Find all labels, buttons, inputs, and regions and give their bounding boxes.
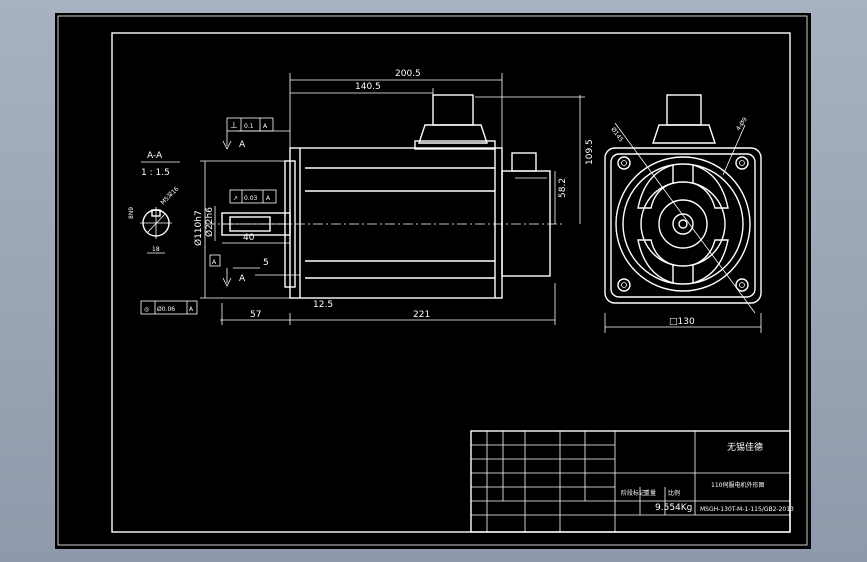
view-arrows: A A [222, 131, 246, 287]
dim-m5: M5深16 [159, 185, 181, 207]
datum-box [209, 254, 221, 267]
dim-130: □130 [669, 317, 695, 327]
title-drawing-name: 110伺服电机外形图 [711, 481, 764, 489]
dim-22: Ø22h6 [204, 207, 215, 237]
tolerance-perp: ⊥ 0.1 A [226, 117, 274, 132]
dim-n9: 8N9 [128, 207, 135, 219]
title-part-no: MSGH-130T-M-1-115/GB2-2013 [700, 506, 794, 513]
view-a-top: A [239, 140, 246, 150]
dim-221: 221 [413, 310, 430, 320]
title-mass: 9.554Kg [655, 503, 692, 513]
tolerance-conc: ◎ Ø0.06 A [140, 300, 198, 315]
datum-label: A [212, 259, 217, 266]
svg-text:0.1: 0.1 [244, 123, 254, 130]
dim-110: Ø110h7 [193, 210, 204, 246]
section-a-a: A-A 1 : 1.5 18 8N9 M5深16 [128, 151, 181, 254]
dim-58: 58.2 [558, 178, 568, 198]
svg-text:⊥: ⊥ [230, 121, 238, 131]
dim-57: 57 [250, 310, 261, 320]
dim-140: 140.5 [355, 82, 381, 92]
title-company: 无锡佳德 [727, 441, 763, 453]
title-ratio-label: 比例 [668, 489, 680, 497]
section-title: A-A [147, 151, 163, 161]
dim-18: 18 [152, 246, 160, 253]
dimension-lines [200, 73, 585, 325]
dim-109: 109.5 [585, 139, 595, 165]
dim-5: 5 [263, 258, 269, 268]
dim-hole: 4-Ø9 [735, 116, 749, 132]
title-stage-label: 阶段标记 [621, 489, 645, 497]
title-weight-label: 重量 [644, 489, 656, 497]
cad-drawing: 200.5 140.5 109.5 58.2 57 12.5 221 40 5 … [57, 15, 808, 546]
view-a-bottom: A [239, 274, 246, 284]
section-scale: 1 : 1.5 [141, 168, 170, 178]
dimension-labels: 200.5 140.5 109.5 58.2 57 12.5 221 40 5 … [193, 69, 595, 320]
svg-text:↗: ↗ [233, 195, 238, 202]
dim-200: 200.5 [395, 69, 421, 79]
svg-text:A: A [263, 123, 268, 130]
dim-40: 40 [243, 233, 255, 243]
svg-text:0.03: 0.03 [244, 195, 258, 202]
dim-12: 12.5 [313, 300, 333, 310]
title-block: 无锡佳德 110伺服电机外形图 MSGH-130T-M-1-115/GB2-20… [470, 430, 794, 533]
svg-text:A: A [189, 306, 194, 313]
motor-side-view [205, 94, 565, 299]
outer-frame [57, 15, 808, 546]
svg-text:A: A [266, 195, 271, 202]
svg-text:Ø0.06: Ø0.06 [157, 306, 175, 313]
motor-front-view: □130 Ø145 4-Ø9 [604, 94, 762, 333]
tolerance-runout: ↗ 0.03 A [229, 189, 277, 204]
dim-145: Ø145 [609, 126, 624, 143]
cad-viewport[interactable]: 200.5 140.5 109.5 58.2 57 12.5 221 40 5 … [55, 13, 811, 549]
inner-frame [111, 32, 791, 533]
svg-text:◎: ◎ [144, 306, 149, 313]
